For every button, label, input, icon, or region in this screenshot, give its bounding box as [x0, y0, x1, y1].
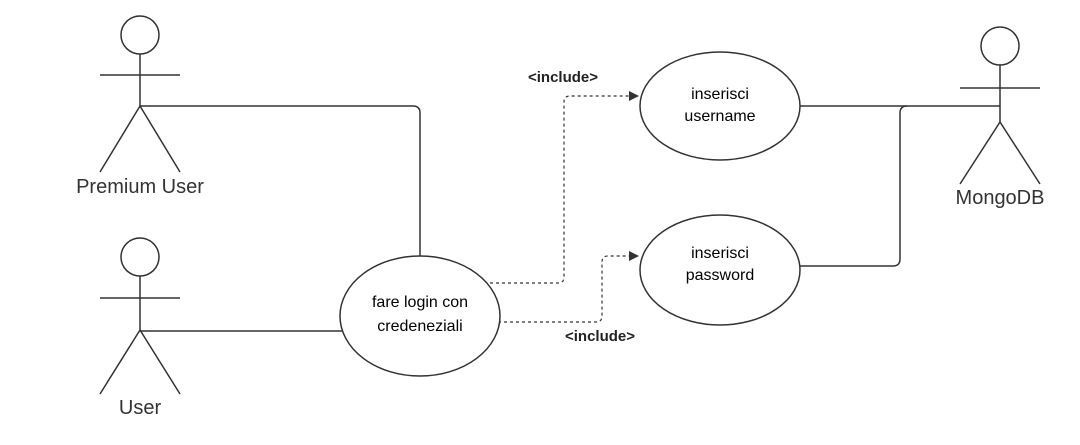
actor-user[interactable]: User [99, 237, 181, 419]
association-mongodb-password [800, 105, 908, 267]
use-case-username-line1: inserisci [691, 86, 749, 103]
use-case-login-line1: fare login con [372, 294, 468, 311]
use-case-username[interactable]: inserisci username [639, 51, 801, 161]
actor-label-premium-user: Premium User [76, 176, 204, 198]
include-edge-username [490, 91, 639, 284]
actor-label-user: User [119, 397, 162, 419]
include-edge-password [498, 251, 639, 323]
stick-figure-icon [959, 26, 1041, 185]
use-case-login-line2: credeneziali [377, 318, 462, 335]
use-case-username-line2: username [684, 108, 755, 125]
use-case-password-line2: password [686, 267, 754, 284]
stick-figure-icon [99, 15, 181, 173]
actor-premium-user[interactable]: Premium User [76, 15, 204, 198]
stick-figure-icon [99, 237, 181, 395]
use-case-password-line1: inserisci [691, 245, 749, 262]
association-premium-user-login [140, 105, 421, 258]
include-label-password: <include> [565, 328, 635, 345]
actor-mongodb[interactable]: MongoDB [956, 26, 1045, 209]
actor-label-mongodb: MongoDB [956, 187, 1045, 209]
use-case-login[interactable]: fare login con credeneziali [339, 255, 501, 377]
include-label-username: <include> [528, 69, 598, 86]
use-case-password[interactable]: inserisci password [639, 214, 801, 326]
